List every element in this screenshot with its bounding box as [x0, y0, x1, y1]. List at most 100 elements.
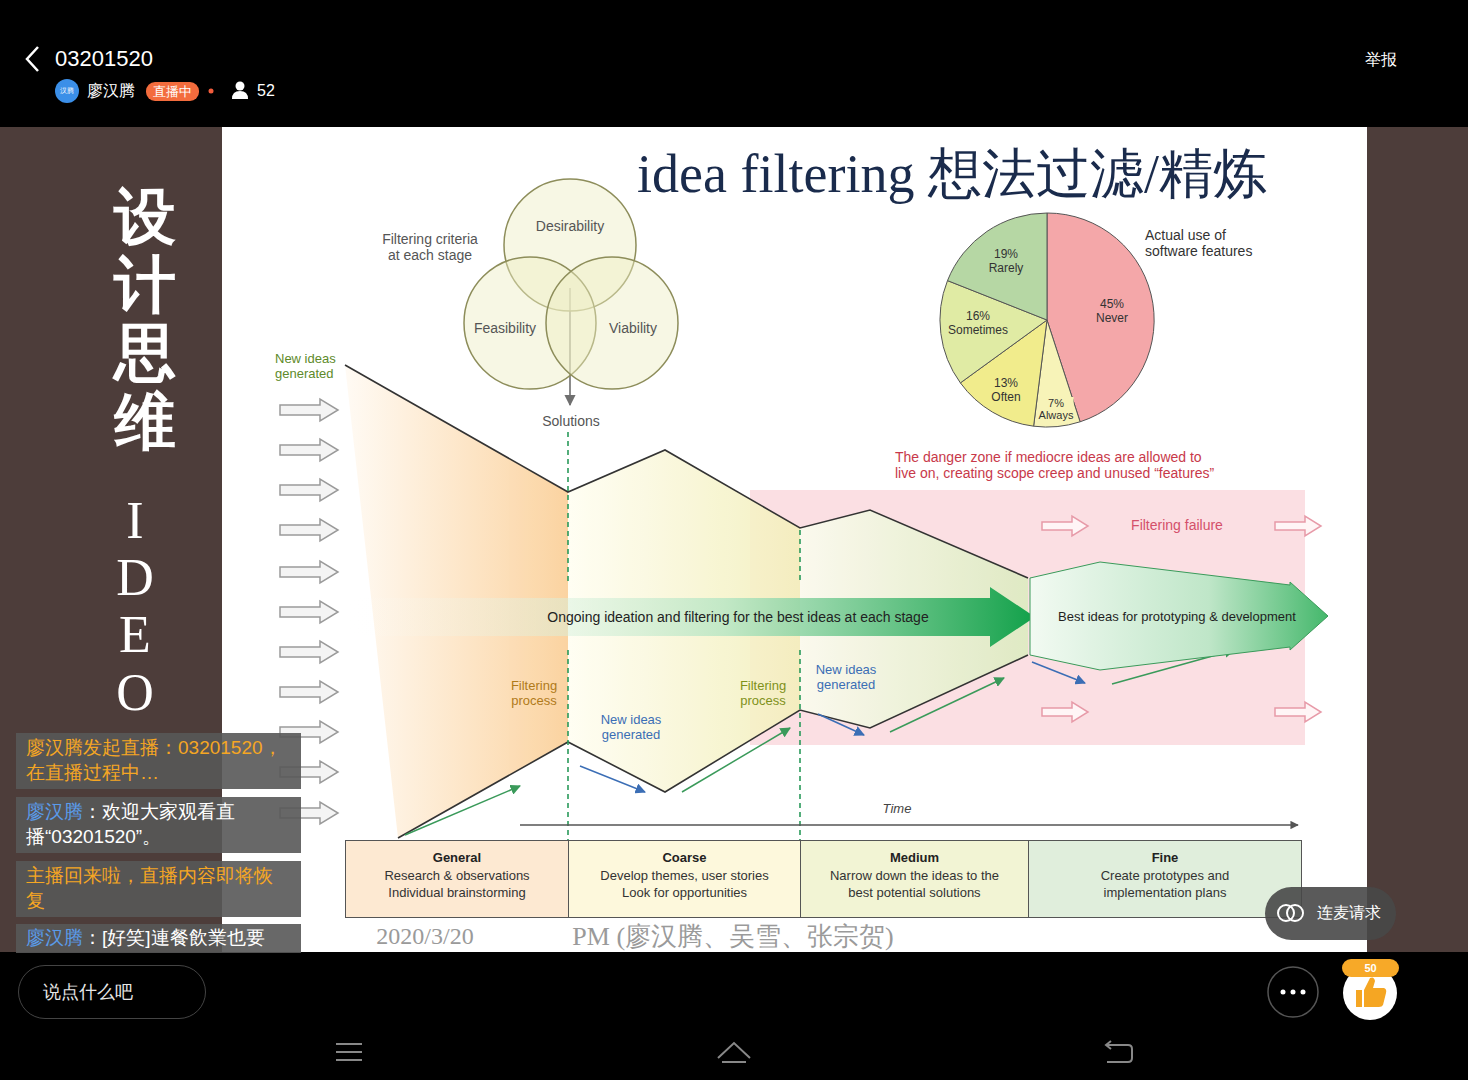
nav-icon [718, 1043, 750, 1058]
outcome-arrow-outline [1030, 562, 1328, 670]
label-anchor: Time [883, 801, 912, 816]
stage-arrow-outline [345, 587, 1035, 647]
label-text: Filtering process [728, 678, 798, 708]
idea-input-arrow [280, 641, 338, 663]
chat-bubble: 廖汉腾：[好笑]連餐飲業也要 [16, 924, 301, 953]
like-button [1364, 977, 1386, 1007]
nav-icon [336, 1059, 362, 1061]
nav-icon [722, 1061, 746, 1063]
label-anchor: 45% Never [1096, 298, 1128, 326]
chat-bubble-text: 廖汉腾 [26, 801, 83, 822]
label-anchor: Filtering process [728, 678, 798, 708]
label-anchor: Filtering process [499, 678, 569, 708]
label-anchor: New ideas generated [275, 351, 350, 381]
nav-icon [1106, 1041, 1111, 1049]
comment-input: 说点什么吧 [18, 965, 206, 1019]
outcome-arrow: Best ideas for prototyping & development [1028, 560, 1330, 672]
label-text: New ideas generated [594, 712, 669, 742]
back-icon [27, 47, 38, 71]
label-anchor: 举报 [1365, 50, 1397, 71]
stage-box-text: Fine [1069, 849, 1261, 867]
label-anchor: 03201520 [55, 46, 153, 72]
avatar-circle-text: 汉腾 [60, 86, 74, 96]
venn-circle: Viability [545, 256, 679, 390]
chat-bubble: 廖汉腾：欢迎大家观看直播“03201520”。 [16, 797, 301, 853]
avatar-circle-outline [55, 79, 79, 103]
label-anchor: 19% Rarely [989, 248, 1024, 276]
venn-circle-outline [546, 257, 678, 389]
venn-circle-text: Desirability [536, 218, 604, 234]
vertical-heading: IDEO [109, 492, 161, 721]
like-button [1356, 990, 1362, 1007]
nav-icon [336, 1041, 1132, 1062]
label-anchor: The danger zone if mediocre ideas are al… [895, 449, 1221, 481]
label-anchor: New ideas generated [594, 712, 669, 742]
label-text: Actual use of software features [1145, 227, 1270, 259]
stage-box-body: Research & observations Individual brain… [364, 867, 550, 902]
idea-input-arrow [280, 601, 338, 623]
label-text: 廖汉腾 [87, 81, 135, 102]
stage-divider [799, 530, 801, 584]
chat-bubble-text: 廖汉腾发起直播：03201520，在直播过程中… [26, 737, 282, 783]
label-text: Filtering process [499, 678, 569, 708]
stage-arrow-text: Ongoing ideation and filtering for the b… [547, 609, 928, 625]
slide-title: idea filtering 想法过滤/精炼 [637, 138, 1267, 211]
idea-input-arrow [280, 519, 338, 541]
flow-arrow [405, 650, 1234, 835]
mic-request-button-outline [1287, 905, 1303, 921]
flow-arrow [890, 678, 1004, 732]
viewer-icon [232, 82, 248, 100]
time-axis [520, 824, 1298, 825]
label-anchor: 16% Sometimes [948, 310, 1008, 338]
viewer-icon [236, 82, 245, 91]
funnel-outline [398, 655, 1028, 838]
label-anchor: Solutions [542, 413, 600, 429]
idea-input-arrow [280, 479, 338, 501]
label-anchor: 7% Always [1039, 397, 1074, 421]
venn-circle-text: Feasibility [474, 320, 536, 336]
label-text: 03201520 [55, 46, 153, 72]
more-button [1268, 967, 1318, 1017]
flow-arrow [818, 714, 864, 735]
label-text: 举报 [1365, 50, 1397, 71]
flow-arrow [682, 728, 790, 792]
chat-bubble-text: 廖汉腾 [26, 927, 83, 948]
viewer-icon [232, 91, 248, 99]
vertical-heading: 设计思维 [114, 183, 176, 456]
chat-bubble-text: 主播回来啦，直播内容即将恢复 [26, 865, 273, 911]
failure-arrow [1275, 516, 1321, 536]
side-panel [0, 127, 1468, 952]
stage-box: GeneralResearch & observations Individua… [345, 840, 569, 918]
like-count-badge-text: 50 [1364, 959, 1376, 977]
comment-input-text: 说点什么吧 [43, 980, 133, 1004]
live-badge-text: 直播中 [153, 82, 192, 101]
label-anchor: IDEO [109, 492, 161, 721]
slide-ground [222, 127, 1367, 952]
label-anchor: Filtering failure [1131, 517, 1223, 533]
pie-slice [940, 213, 1154, 427]
more-button [1281, 990, 1286, 995]
label-text: New ideas generated [809, 662, 884, 692]
label-anchor: 13% Often [991, 377, 1020, 405]
label-text: 45% Never [1096, 298, 1128, 326]
stage-divider [799, 650, 801, 840]
label-text: 19% Rarely [989, 248, 1024, 276]
label-anchor: Actual use of software features [1145, 227, 1270, 259]
failure-arrow [1042, 516, 1321, 722]
chat-bubble: 廖汉腾发起直播：03201520，在直播过程中… [16, 733, 301, 789]
stage-box-text: Coarse [587, 849, 782, 867]
more-button [1268, 967, 1318, 1017]
stage-box-text: General [364, 849, 550, 867]
title-anchor: idea filtering 想法过滤/精炼 [637, 138, 1267, 211]
failure-arrow [1275, 702, 1321, 722]
label-text: Filtering failure [1131, 517, 1223, 533]
label-text: PM (廖汉腾、吴雪、张宗贺) [572, 919, 893, 954]
idea-input-arrow [280, 681, 338, 703]
label-anchor: 52 [257, 82, 275, 100]
mic-request-button-outline [1265, 887, 1396, 940]
stage-box: MediumNarrow down the ideas to the best … [800, 840, 1029, 918]
chat-bubble-body: ：[好笑]連餐飲業也要 [83, 927, 265, 948]
label-text: 52 [257, 82, 275, 100]
